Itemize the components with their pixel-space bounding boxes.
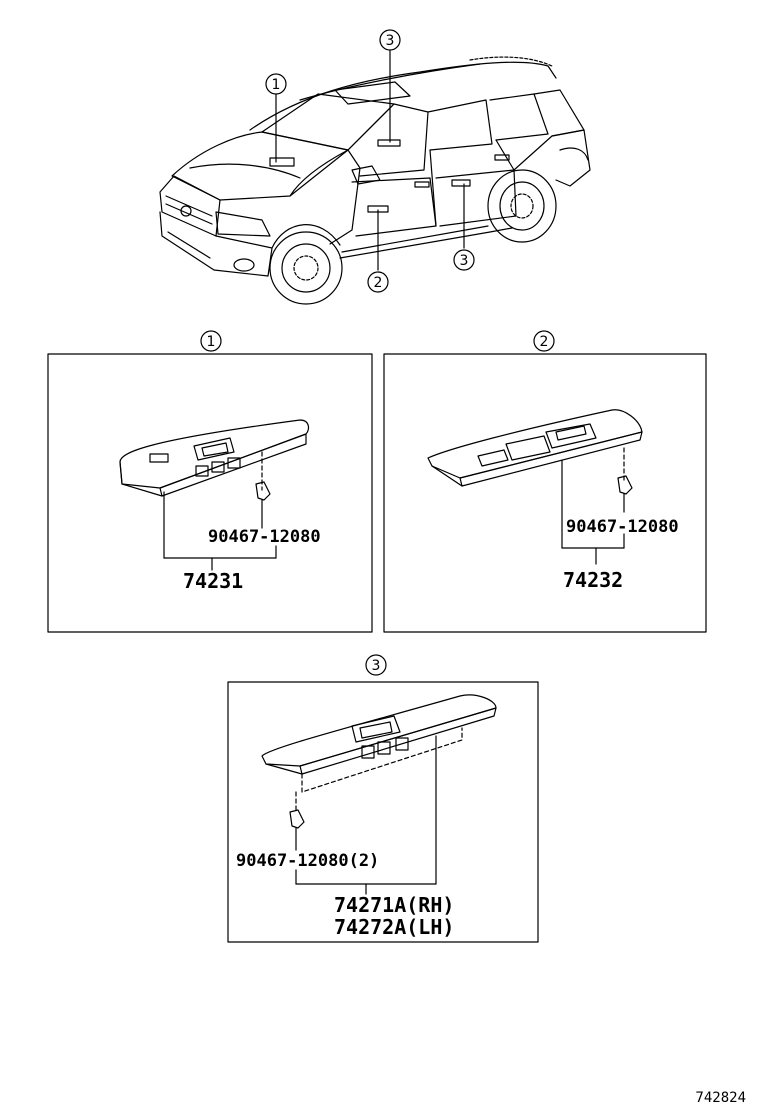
- vehicle-callout-leaders: [275, 49, 465, 271]
- panel-3-switch-bezel: [261, 694, 497, 895]
- panel-3-frame: [227, 681, 539, 943]
- panel-1-callout: [200, 330, 222, 352]
- panel-1-clip-part-number: 90467-12080: [208, 527, 321, 547]
- panel-3-clip-part-number: 90467-12080(2): [236, 851, 379, 871]
- panel-1-callout-label: 1: [207, 334, 216, 350]
- vehicle-callout-3-top-label: 3: [386, 33, 395, 49]
- panel-2-switch-bezel: [427, 409, 643, 565]
- panel-3-main-part-number-lh: 74272A(LH): [334, 915, 454, 939]
- vehicle-callout-2: [367, 271, 389, 293]
- panel-2-clip-part-number: 90467-12080: [566, 517, 679, 537]
- diagram-id: 742824: [695, 1090, 746, 1106]
- vehicle-illustration: [159, 56, 591, 305]
- vehicle-callout-1: [265, 73, 287, 95]
- panel-1-frame: [47, 353, 373, 633]
- panel-3-main-part-number-rh: 74271A(RH): [334, 893, 454, 917]
- panel-2-callout-label: 2: [540, 334, 549, 350]
- vehicle-callout-3-side-label: 3: [460, 253, 469, 269]
- panel-1-main-part-number: 74231: [183, 569, 243, 593]
- vehicle-callout-1-label: 1: [272, 77, 281, 93]
- vehicle-callout-2-label: 2: [374, 275, 383, 291]
- vehicle-callout-3-side: [453, 249, 475, 271]
- panel-2-frame: [383, 353, 707, 633]
- panel-2-callout: [533, 330, 555, 352]
- panel-3-callout-label: 3: [372, 658, 381, 674]
- panel-1-switch-bezel: [119, 419, 310, 571]
- panel-3-callout: [365, 654, 387, 676]
- vehicle-callout-3-top: [379, 29, 401, 51]
- panel-2-main-part-number: 74232: [563, 568, 623, 592]
